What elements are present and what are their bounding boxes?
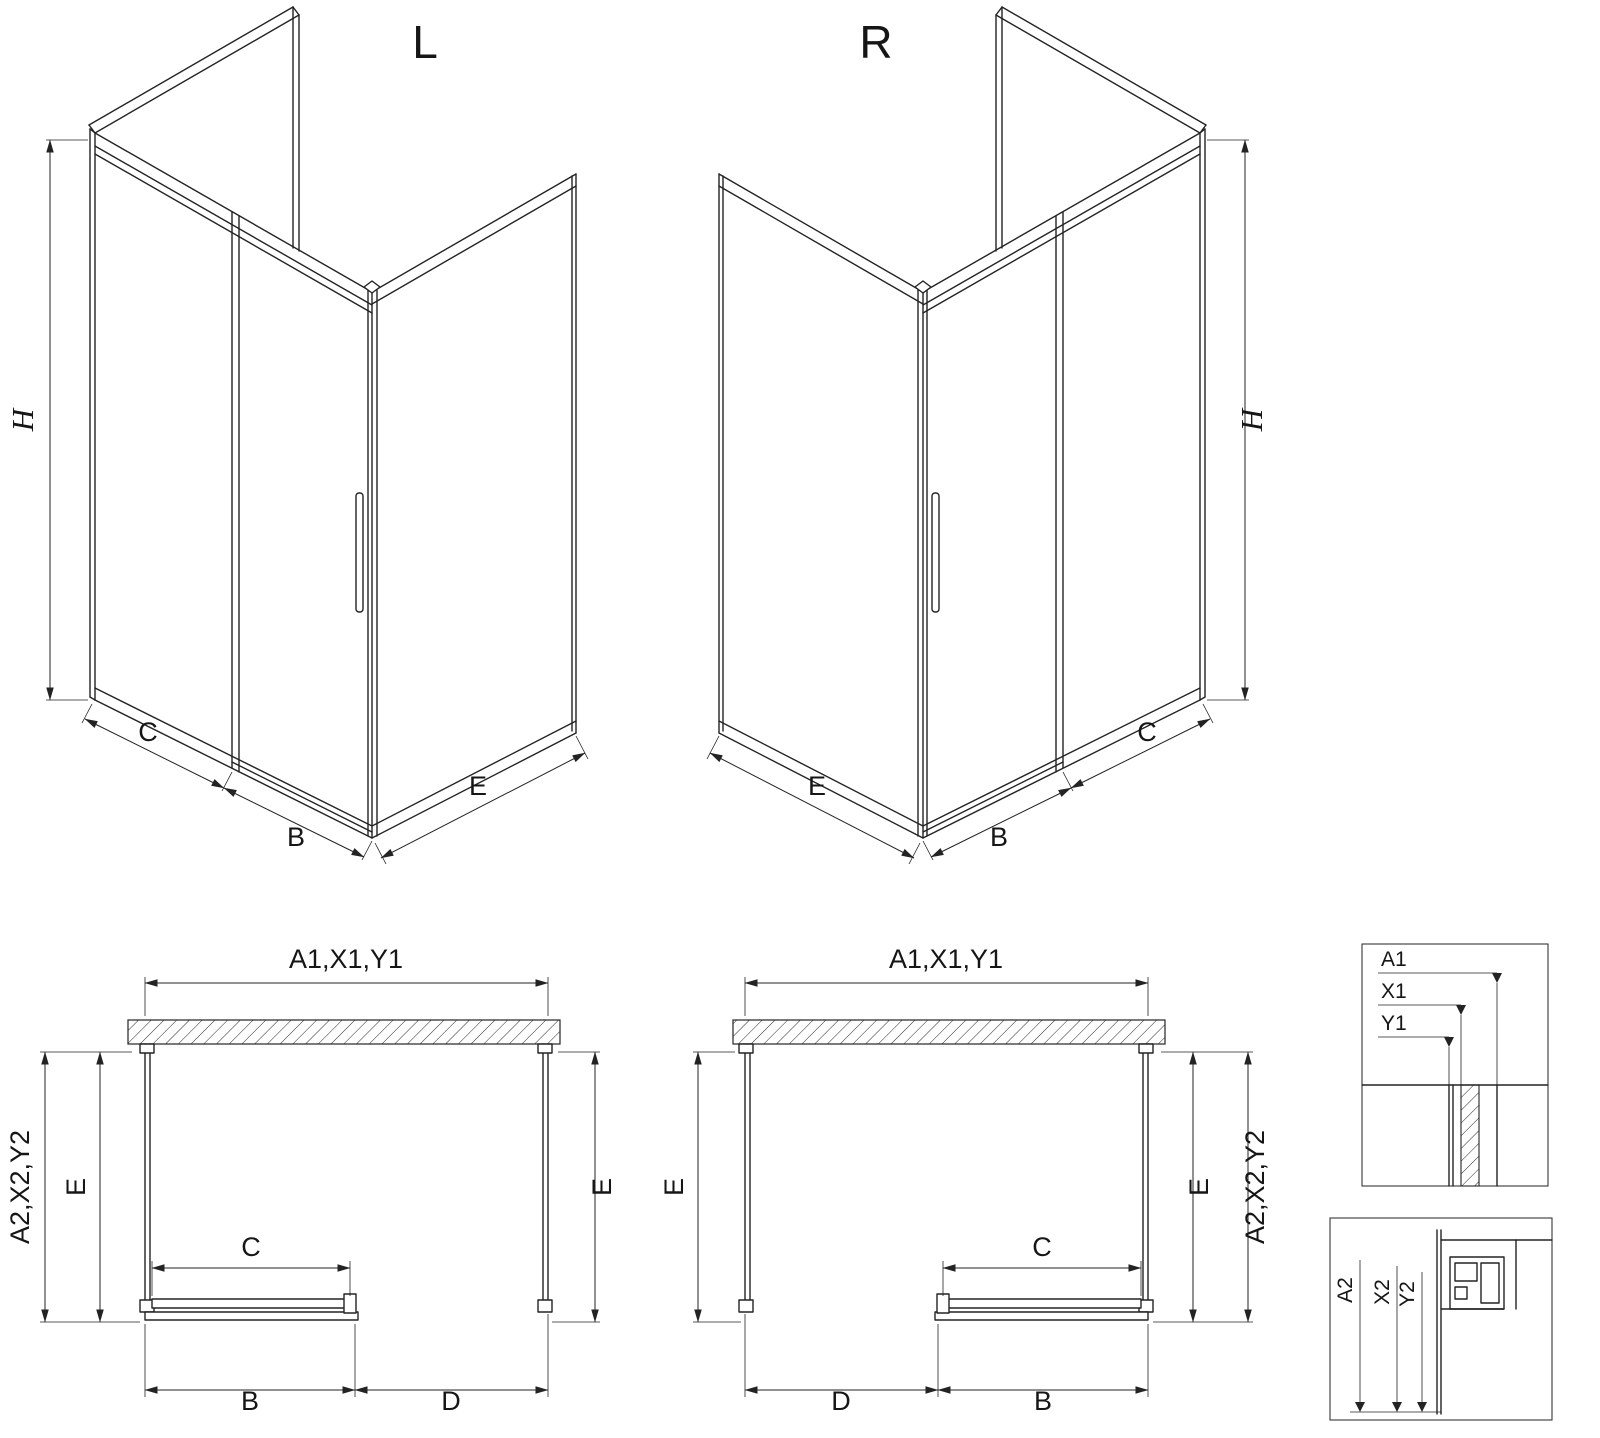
dim-label-e-left: E: [469, 771, 487, 801]
wall-section: [127, 1019, 561, 1045]
detail-label-a2: A2: [1334, 1277, 1357, 1303]
plan-right-view: A1,X1,Y1 C A2,X2,Y2 E: [659, 944, 1270, 1416]
dim-label-b-left: B: [287, 822, 305, 852]
dim-label-e-right: E: [808, 771, 826, 801]
dim-label-e-right-plan-right: E: [1184, 1178, 1214, 1196]
dim-label-c-plan-left: C: [241, 1232, 261, 1262]
detail-frame: [1329, 1217, 1553, 1421]
variant-label-left: L: [412, 16, 438, 68]
dim-label-c-left: C: [138, 717, 158, 747]
corner-post-left: [363, 280, 381, 837]
iso-left-view: L: [5, 6, 589, 865]
plan-left-dimensions: C A2,X2,Y2 E E B D: [5, 1051, 617, 1416]
detail-top-view: A1 X1 Y1: [1361, 943, 1549, 1187]
dim-label-c-right: C: [1137, 717, 1157, 747]
detail-frame: [1361, 943, 1549, 1187]
back-side-panel-right: [995, 6, 1207, 252]
sliding-door-plan: [934, 1293, 1149, 1321]
sliding-door-plan: [144, 1293, 359, 1321]
back-side-panel-left: [88, 6, 300, 252]
dim-label-b-plan-left: B: [241, 1386, 259, 1416]
detail-label-a1: A1: [1381, 948, 1407, 971]
dim-label-d-plan-right: D: [831, 1386, 851, 1416]
dim-label-a2-plan-right: A2,X2,Y2: [1240, 1130, 1270, 1244]
variant-label-right: R: [859, 16, 892, 68]
iso-right-dimensions: H C B E: [706, 139, 1269, 865]
dim-label-b-plan-right: B: [1034, 1386, 1052, 1416]
side-glass-panels: [738, 1043, 1154, 1313]
detail-label-x1: X1: [1381, 980, 1407, 1003]
side-glass-panels: [139, 1043, 553, 1313]
dim-label-e-left-plan-right: E: [659, 1178, 689, 1196]
detail-label-y1: Y1: [1381, 1012, 1407, 1035]
dim-label-h-left: H: [5, 407, 40, 432]
iso-left-dimensions: H C B E: [5, 139, 589, 865]
door-handle: [355, 492, 364, 613]
dim-label-b-right: B: [990, 822, 1008, 852]
door-roller: [936, 1293, 950, 1314]
plan-right-dimensions: C A2,X2,Y2 E E D B: [659, 1051, 1270, 1416]
detail-bottom-view: A2 X2 Y2: [1329, 1217, 1553, 1421]
dim-label-a2-plan-left: A2,X2,Y2: [5, 1130, 35, 1244]
dim-label-e-left-plan-left: E: [61, 1178, 91, 1196]
wall-section: [1460, 1084, 1480, 1187]
door-roller: [343, 1293, 357, 1314]
dim-label-c-plan-right: C: [1032, 1232, 1052, 1262]
dim-label-d-plan-left: D: [441, 1386, 461, 1416]
dim-label-h-right: H: [1234, 407, 1269, 432]
detail-label-x2: X2: [1371, 1279, 1394, 1305]
door-handle: [931, 492, 940, 613]
detail-label-y2: Y2: [1396, 1281, 1419, 1307]
dim-label-e-right-plan-left: E: [587, 1178, 617, 1196]
wall-section: [732, 1019, 1166, 1045]
dim-label-a1-plan-right: A1,X1,Y1: [889, 944, 1003, 974]
plan-left-view: A1,X1,Y1 C A2,X2,Y2 E: [5, 944, 617, 1416]
iso-right-view: R: [706, 6, 1269, 865]
corner-post-right: [914, 280, 932, 837]
dim-label-a1-plan-left: A1,X1,Y1: [289, 944, 403, 974]
